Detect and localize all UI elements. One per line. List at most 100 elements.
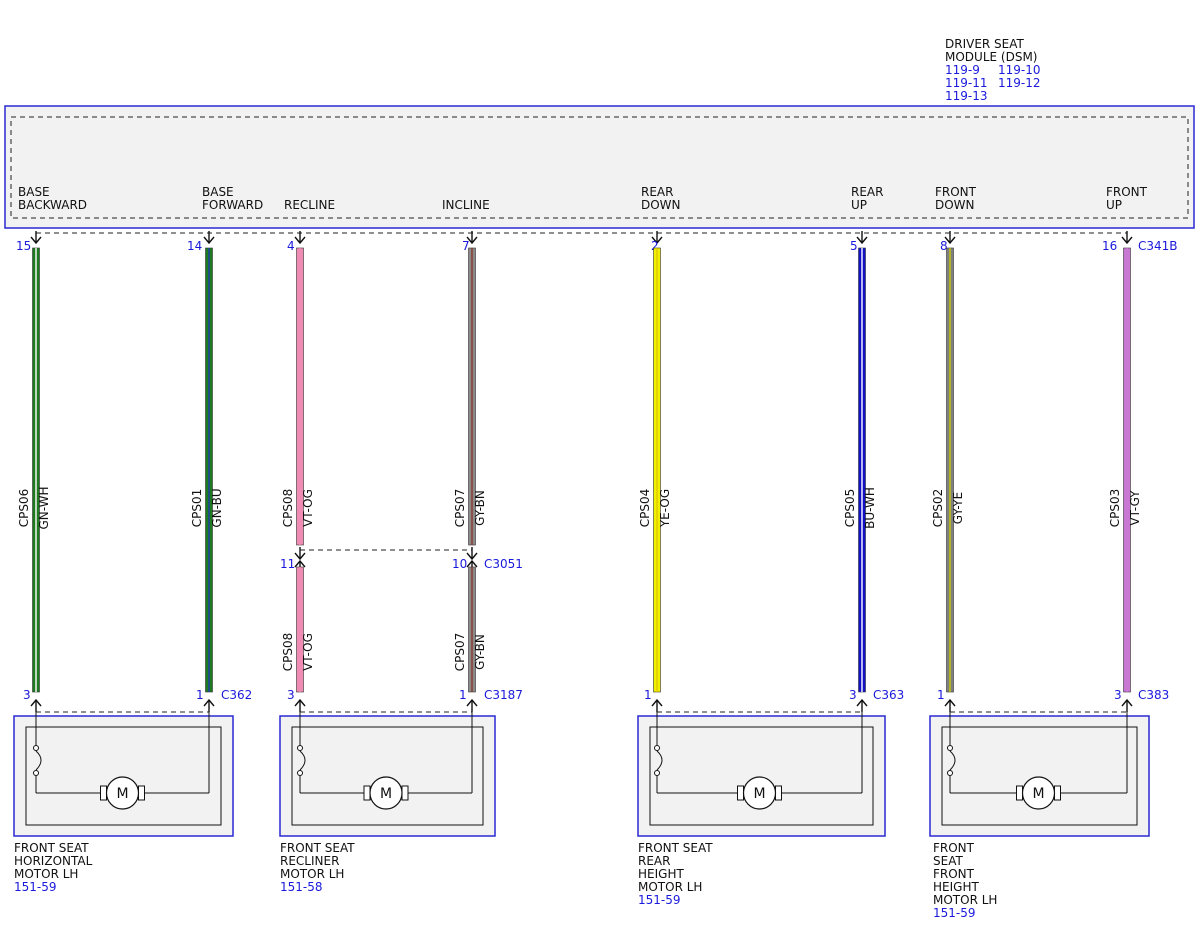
motor-symbol: M: [1032, 786, 1044, 802]
module-pin-number: 14: [187, 239, 202, 253]
circuit-id: CPS08: [281, 489, 295, 528]
motor-icon: [105, 776, 140, 810]
pin-function-label: INCLINE: [442, 198, 490, 212]
wire-color-code: GY-YE: [951, 492, 965, 524]
motor-brush: [737, 785, 744, 801]
switch-contact: [654, 745, 660, 751]
switch-contact: [654, 770, 660, 776]
motor-name-line: SEAT: [933, 854, 963, 868]
motor-icon: [742, 776, 777, 810]
wire-color-code: GN-BU: [210, 488, 224, 527]
switch-contact: [33, 770, 39, 776]
motor-pin-number: 1: [459, 688, 467, 702]
motor-box: [279, 715, 496, 837]
motor-ref[interactable]: 151-59: [14, 880, 57, 894]
motor-pin-number: 3: [287, 688, 295, 702]
switch-arc: [35, 750, 42, 771]
circuit-id: CPS03: [1108, 489, 1122, 528]
motor-name-line: HEIGHT: [638, 867, 684, 881]
wire-color-code: VT-OG: [301, 489, 315, 527]
motor-connector-id[interactable]: C362: [221, 688, 252, 702]
motor-symbol: M: [753, 786, 765, 802]
circuit-id: CPS07: [453, 489, 467, 528]
module-ref[interactable]: 119-10: [998, 63, 1041, 77]
motor-brush: [363, 785, 371, 801]
motor-connector-id[interactable]: C383: [1138, 688, 1169, 702]
motor-name-line: FRONT SEAT: [638, 841, 713, 855]
switch-arc: [656, 750, 663, 771]
motor-connector-id[interactable]: C3187: [484, 688, 523, 702]
motor-name-line: MOTOR LH: [14, 867, 78, 881]
motor-inner-box: [941, 726, 1138, 826]
motor-name-line: FRONT SEAT: [280, 841, 355, 855]
switch-contact: [947, 770, 953, 776]
motor-brush: [1016, 785, 1023, 801]
motor-pin-number: 3: [23, 688, 31, 702]
motor-brush: [775, 785, 782, 801]
motor-ref[interactable]: 151-58: [280, 880, 323, 894]
motor-symbol: M: [116, 786, 128, 802]
motor-name-line: FRONT: [933, 841, 975, 855]
module-inner-dashed: [10, 116, 1189, 219]
wire-color-code: GN-WH: [37, 486, 51, 529]
inline-pin-number: 10: [452, 557, 467, 571]
module-ref[interactable]: 119-13: [945, 89, 988, 103]
motor-name-line: RECLINER: [280, 854, 339, 868]
motor-box: [929, 715, 1150, 837]
motor-brush: [138, 785, 145, 801]
motor-name-line: MOTOR LH: [933, 893, 997, 907]
pin-function-label: FRONT: [935, 185, 977, 199]
motor-name-line: HORIZONTAL: [14, 854, 93, 868]
motor-name-line: MOTOR LH: [638, 880, 702, 894]
circuit-id: CPS04: [638, 489, 652, 528]
pin-function-label: UP: [1106, 198, 1122, 212]
motor-name-line: FRONT SEAT: [14, 841, 89, 855]
switch-contact: [297, 745, 303, 751]
motor-pin-number: 1: [644, 688, 652, 702]
pin-function-label: DOWN: [641, 198, 681, 212]
inline-pin-number: 11: [280, 557, 295, 571]
motor-ref[interactable]: 151-59: [638, 893, 681, 907]
module-ref[interactable]: 119-12: [998, 76, 1041, 90]
motor-connector-id[interactable]: C363: [873, 688, 904, 702]
circuit-id: CPS01: [190, 489, 204, 528]
wire-color-code: GY-BN: [473, 634, 487, 670]
motor-brush: [401, 785, 409, 801]
motor-brush: [100, 785, 107, 801]
motor-pin-number: 1: [937, 688, 945, 702]
motor-ref[interactable]: 151-59: [933, 906, 976, 920]
motor-inner-box: [291, 726, 484, 826]
circuit-id: CPS08: [281, 633, 295, 672]
wire-color-code: VT-OG: [301, 633, 315, 671]
module-connector-id[interactable]: C341B: [1138, 239, 1178, 253]
pin-function-label: REAR: [851, 185, 883, 199]
circuit-id: CPS06: [17, 489, 31, 528]
circuit-id: CPS02: [931, 489, 945, 528]
circuit-id: CPS07: [453, 633, 467, 672]
circuit-id: CPS05: [843, 489, 857, 528]
motor-icon: [1021, 776, 1056, 810]
motor-box: [637, 715, 886, 837]
wire-color-code: VT-GY: [1128, 490, 1142, 526]
motor-pin-number: 1: [196, 688, 204, 702]
module-pin-number: 15: [16, 239, 31, 253]
module-label: DRIVER SEAT MODULE (DSM) 119-9 119-10 11…: [945, 37, 1041, 103]
inline-connector-id[interactable]: C3051: [484, 557, 523, 571]
pin-function-label: FORWARD: [202, 198, 263, 212]
module-ref[interactable]: 119-11: [945, 76, 988, 90]
module-pin-number: 4: [287, 239, 295, 253]
module-ref[interactable]: 119-9: [945, 63, 980, 77]
